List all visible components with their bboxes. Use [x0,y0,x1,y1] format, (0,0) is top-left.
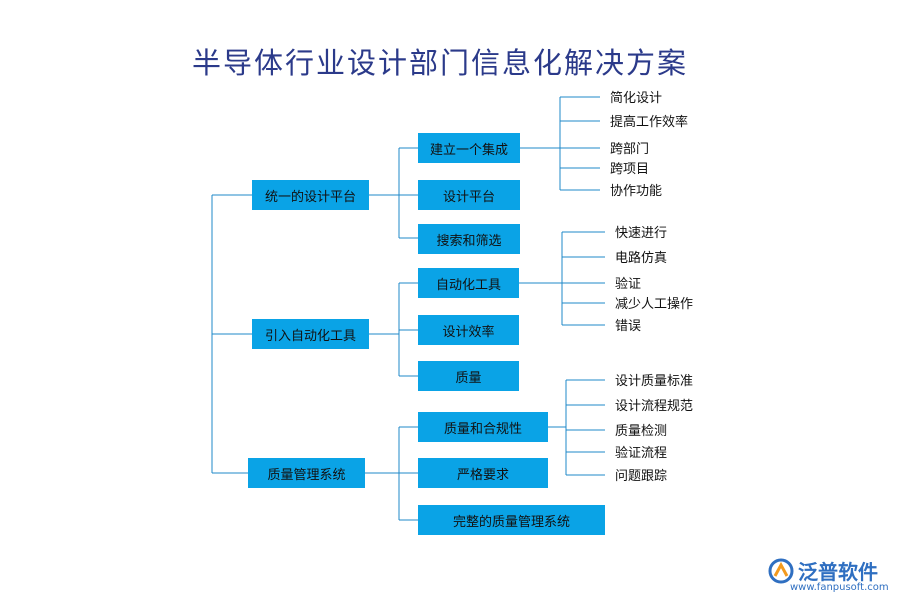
level2-node-strict-requirements: 严格要求 [418,458,548,488]
logo-url: www.fanpusoft.com [790,582,889,593]
leaf-issue-tracking: 问题跟踪 [615,469,668,484]
logo-name: 泛普软件 [798,560,878,584]
level2-node-complete-quality-system: 完整的质量管理系统 [418,505,605,535]
level2-node-build-integration: 建立一个集成 [418,133,520,163]
leaf-process-spec: 设计流程规范 [615,399,694,414]
level1-node-automation-tools: 引入自动化工具 [252,319,369,349]
level1-node-quality-system: 质量管理系统 [248,458,365,488]
leaf-fast-run: 快速进行 [615,226,668,241]
level2-node-automation-tool: 自动化工具 [418,268,519,298]
leaf-quality-standard: 设计质量标准 [615,374,694,389]
level2-node-design-platform: 设计平台 [418,180,520,210]
level2-node-quality: 质量 [418,361,519,391]
leaf-reduce-manual: 减少人工操作 [615,297,694,312]
leaf-cross-project: 跨项目 [610,162,650,177]
fanpu-logo-icon [768,558,794,583]
level2-node-quality-compliance: 质量和合规性 [418,412,548,442]
level1-node-unified-platform: 统一的设计平台 [252,180,369,210]
diagram-title: 半导体行业设计部门信息化解决方案 [191,46,688,80]
leaf-verify-process: 验证流程 [615,446,668,461]
leaf-cross-department: 跨部门 [610,142,650,157]
leaf-errors: 错误 [615,319,642,334]
leaf-collaboration: 协作功能 [610,184,663,199]
leaf-circuit-sim: 电路仿真 [615,251,668,266]
fanpu-logo: 泛普软件 [768,556,878,585]
leaf-simplify-design: 简化设计 [610,91,663,106]
leaf-verify: 验证 [615,277,642,292]
leaf-improve-efficiency: 提高工作效率 [610,115,689,130]
level2-node-search-filter: 搜索和筛选 [418,224,520,254]
level2-node-design-efficiency: 设计效率 [418,315,519,345]
leaf-quality-check: 质量检测 [615,424,668,439]
